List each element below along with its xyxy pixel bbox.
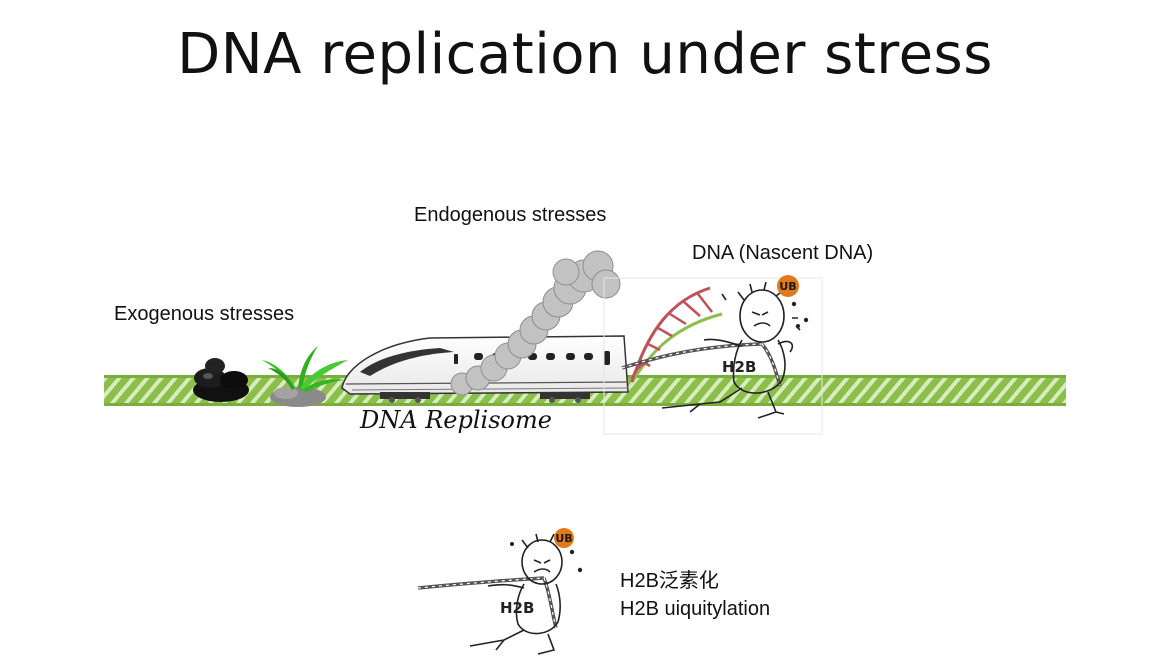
legend-text: H2B泛素化 H2B uiquitylation [620,567,770,623]
legend-ub-badge-label: UB [555,532,572,545]
legend-h2b-badge-label: H2B [500,599,534,617]
legend-ub-badge-icon: UB [554,528,574,548]
smoke-icon [450,250,621,396]
nascent-dna-label: DNA (Nascent DNA) [692,242,874,264]
legend-h2b-figure-icon [469,533,563,655]
legend-rope-icon [417,576,558,629]
legend-line-chinese: H2B泛素化 [620,570,719,592]
rocks-icon [193,358,249,402]
page-title: DNA replication under stress [177,22,993,87]
h2b-figure-icon [661,281,801,419]
legend-sweat-drops-icon [510,542,583,573]
rope-icon [621,342,782,387]
endogenous-stresses-label: Endogenous stresses [414,204,607,226]
ub-badge-icon: UB [777,275,799,297]
h2b-panel [603,277,823,435]
ub-badge-label: UB [779,280,796,293]
dna-fork-icon [630,286,723,383]
dna-replisome-label: DNA Replisome [360,406,552,434]
legend-line-english: H2B uiquitylation [620,598,771,620]
grass-icon [262,346,348,407]
exogenous-stresses-label: Exogenous stresses [114,303,295,325]
h2b-badge-label: H2B [722,358,756,376]
sweat-drops-icon [791,301,809,328]
